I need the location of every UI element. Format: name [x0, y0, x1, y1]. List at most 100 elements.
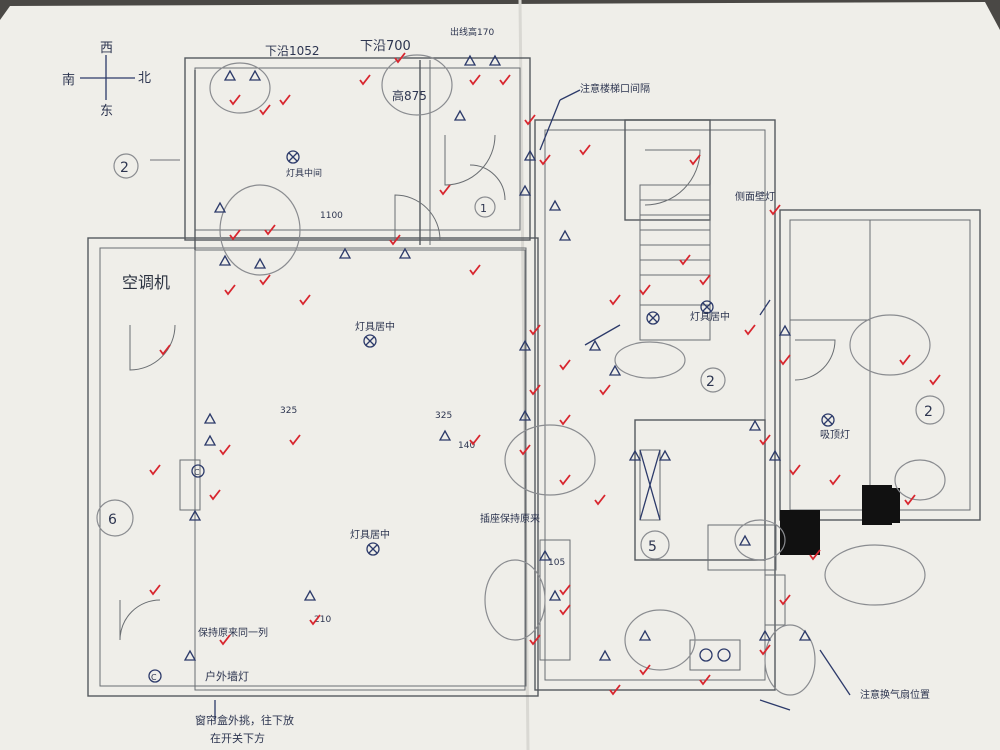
check-mark-icon	[529, 384, 541, 396]
switch-symbol-icon	[738, 534, 752, 546]
check-mark-icon	[259, 104, 271, 116]
red-check-marks	[149, 52, 941, 696]
check-mark-icon	[599, 384, 611, 396]
switch-symbol-icon	[248, 69, 262, 81]
label-balcony-light: 吸顶灯	[820, 429, 850, 441]
switch-symbol-icon	[748, 419, 762, 431]
label-left-note: 保持原来同一列	[198, 626, 268, 639]
check-mark-icon	[529, 634, 541, 646]
switch-symbol-icon	[223, 69, 237, 81]
check-mark-icon	[904, 494, 916, 506]
check-mark-icon	[439, 184, 451, 196]
label-wall-note: 注意楼梯口间隔	[580, 82, 650, 95]
check-mark-icon	[229, 229, 241, 241]
check-mark-icon	[209, 489, 221, 501]
ceiling-light-icon	[646, 311, 660, 325]
check-mark-icon	[929, 374, 941, 386]
check-mark-icon	[289, 434, 301, 446]
room-number: 5	[648, 539, 657, 555]
switch-symbol-icon	[438, 429, 452, 441]
switch-symbol-icon	[338, 247, 352, 259]
switch-symbol-icon	[398, 247, 412, 259]
height-label: 140	[458, 441, 475, 451]
label-bottom-right-note: 注意换气扇位置	[860, 688, 930, 701]
check-mark-icon	[689, 154, 701, 166]
svg-text:C: C	[194, 468, 200, 477]
switch-symbol-icon	[453, 109, 467, 121]
check-mark-icon	[639, 284, 651, 296]
ceiling-light-icon	[363, 334, 377, 348]
ceiling-light-icon	[366, 542, 380, 556]
switch-symbol-icon	[463, 54, 477, 66]
aircon-label: 空调机	[122, 273, 170, 292]
check-mark-icon	[529, 324, 541, 336]
switch-symbol-icon	[598, 649, 612, 661]
check-mark-icon	[559, 584, 571, 596]
check-mark-icon	[789, 464, 801, 476]
handwritten-labels: 下沿1052 下沿700 高875 出线高170 注意楼梯口间隔 灯具中间 灯具…	[195, 26, 930, 745]
switch-symbol-icon	[188, 509, 202, 521]
check-mark-icon	[594, 494, 606, 506]
switch-symbol-icon	[518, 339, 532, 351]
check-mark-icon	[359, 74, 371, 86]
height-label: 325	[280, 406, 297, 416]
check-mark-icon	[559, 474, 571, 486]
switch-symbol-icon	[538, 549, 552, 561]
label-top-right-note: 出线高170	[450, 26, 494, 38]
check-mark-icon	[699, 274, 711, 286]
switch-symbol-icon	[658, 449, 672, 461]
compass-east: 东	[100, 104, 113, 119]
check-mark-icon	[309, 614, 321, 626]
ceiling-light-icon	[286, 150, 300, 164]
label-bottom-note-2: 在开关下方	[210, 731, 265, 745]
switch-symbol-icon	[518, 184, 532, 196]
check-mark-icon	[539, 154, 551, 166]
check-mark-icon	[769, 204, 781, 216]
compass-south: 南	[62, 72, 75, 88]
check-mark-icon	[609, 294, 621, 306]
check-mark-icon	[219, 634, 231, 646]
check-mark-icon	[389, 234, 401, 246]
check-mark-icon	[899, 354, 911, 366]
switch-symbol-icon	[778, 324, 792, 336]
check-mark-icon	[299, 294, 311, 306]
room-number: 1	[480, 202, 487, 215]
ceiling-light-icon	[700, 300, 714, 314]
switch-symbol-icon	[548, 589, 562, 601]
room-numbers: 2 2 2 1 5 6	[108, 160, 933, 555]
check-mark-icon	[559, 359, 571, 371]
check-mark-icon	[579, 144, 591, 156]
check-mark-icon	[224, 284, 236, 296]
check-mark-icon	[759, 434, 771, 446]
check-mark-icon	[394, 52, 406, 64]
check-mark-icon	[759, 644, 771, 656]
check-mark-icon	[469, 434, 481, 446]
check-mark-icon	[469, 264, 481, 276]
walls	[87, 57, 981, 697]
check-mark-icon	[149, 584, 161, 596]
switch-symbol-icon	[588, 339, 602, 351]
switch-symbol-icon	[203, 434, 217, 446]
label-bottom-note-1: 窗帘盒外挑，往下放	[195, 713, 294, 727]
label-bottom-center-note: 插座保持原来	[480, 512, 540, 525]
check-mark-icon	[519, 444, 531, 456]
height-label: 105	[548, 558, 565, 568]
wall-light-icon: C	[191, 464, 205, 478]
switch-symbol-icon	[798, 629, 812, 641]
check-mark-icon	[609, 684, 621, 696]
label-outdoor: 户外墙灯	[205, 669, 249, 683]
height-label: 325	[435, 411, 452, 421]
check-mark-icon	[744, 324, 756, 336]
switch-symbol-icon	[638, 629, 652, 641]
room-number: 2	[120, 160, 129, 176]
check-mark-icon	[469, 74, 481, 86]
compass-north: 北	[138, 71, 151, 86]
check-mark-icon	[699, 674, 711, 686]
check-mark-icon	[829, 474, 841, 486]
label-stair-light: 侧面壁灯	[735, 190, 775, 203]
check-mark-icon	[559, 414, 571, 426]
light-fixtures: C C	[148, 150, 835, 683]
height-label: 210	[314, 615, 331, 625]
switch-symbol-icon	[608, 364, 622, 376]
